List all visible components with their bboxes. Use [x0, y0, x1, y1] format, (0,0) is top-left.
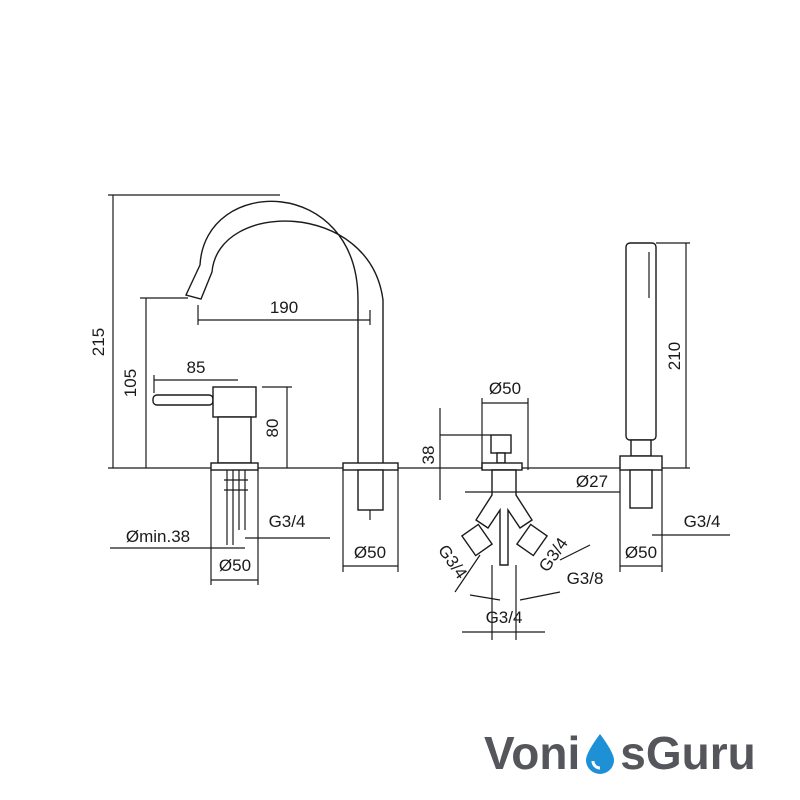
dim-85: 85 — [187, 358, 206, 377]
diverter-body — [475, 469, 533, 566]
diverter-stem — [496, 452, 506, 464]
dimension-labels: 215 105 190 85 80 210 Ø50 38 Ø27 Ømin.38… — [89, 298, 720, 627]
mixer-body — [212, 386, 257, 418]
dim-d27: Ø27 — [576, 472, 608, 491]
dim-105: 105 — [121, 369, 140, 397]
logo-text-2: sGuru — [620, 726, 756, 779]
spout-shank — [357, 469, 384, 511]
dim-dmin38: Ømin.38 — [126, 527, 190, 546]
shower-holder — [630, 439, 652, 457]
dim-d50-mid: Ø50 — [354, 543, 386, 562]
logo-text-1: Voni — [484, 726, 581, 779]
hand-shower-assembly — [619, 242, 663, 509]
dim-80: 80 — [263, 419, 282, 438]
dim-d50-left: Ø50 — [219, 556, 251, 575]
diverter-flange — [481, 462, 523, 471]
dim-215: 215 — [89, 328, 108, 356]
dim-d50-right: Ø50 — [625, 543, 657, 562]
dim-g34-left: G3/4 — [269, 512, 306, 531]
shower-flange — [619, 455, 663, 471]
diverter-assembly — [460, 434, 549, 566]
mixer-column — [217, 416, 252, 464]
voniosguru-logo: Voni sGuru — [484, 722, 756, 782]
dim-g34-bottom: G3/4 — [486, 608, 523, 627]
dim-g34-right: G3/4 — [684, 512, 721, 531]
spout-base-flange — [342, 462, 399, 471]
spout-assembly — [185, 200, 399, 520]
mixer-assembly — [152, 386, 259, 545]
mixer-lever — [152, 394, 214, 406]
dim-210: 210 — [665, 342, 684, 370]
dim-190: 190 — [270, 298, 298, 317]
shower-shank — [629, 469, 653, 509]
spout-gooseneck — [185, 200, 384, 466]
hand-shower — [625, 242, 657, 441]
diverter-knob — [490, 434, 512, 454]
dim-38: 38 — [419, 446, 438, 465]
mixer-flange — [210, 462, 259, 471]
dim-d50-top: Ø50 — [489, 379, 521, 398]
dim-g38: G3/8 — [567, 569, 604, 588]
dimension-lines — [108, 194, 730, 640]
water-drop-icon — [586, 733, 615, 774]
